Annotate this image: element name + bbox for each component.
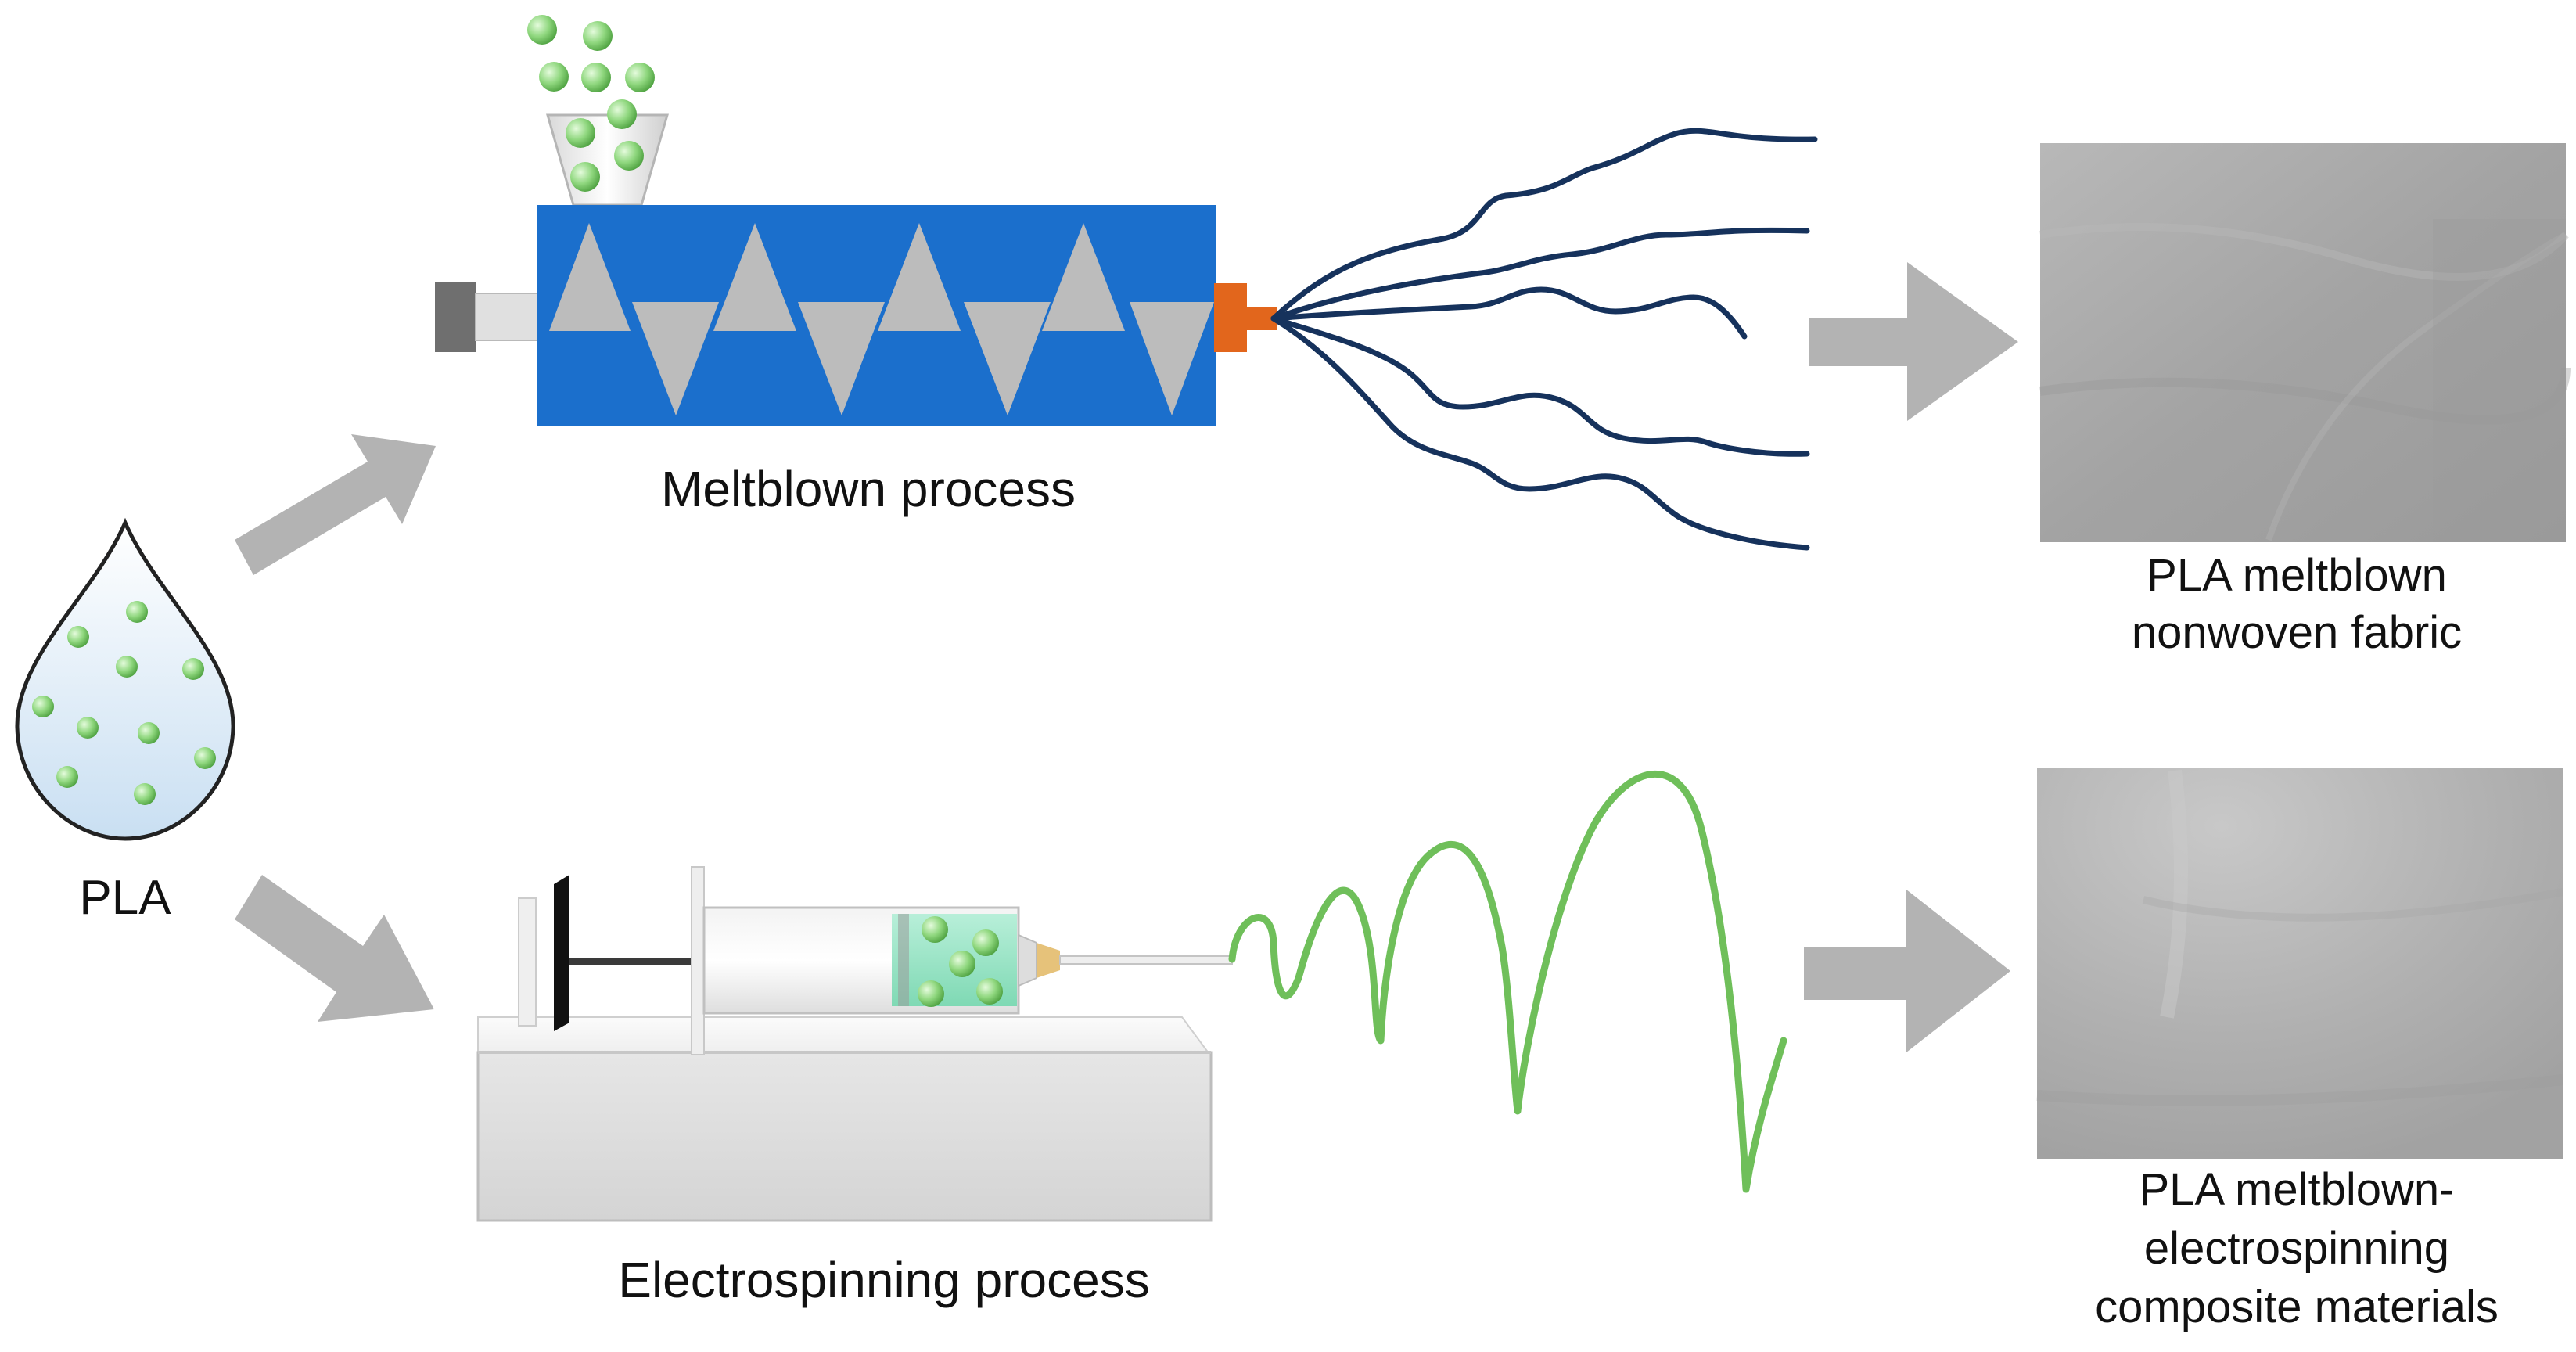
pla-label: PLA	[79, 871, 171, 925]
electrospinning-process-label: Electrospinning process	[618, 1252, 1149, 1308]
arrow-to-meltblown	[235, 434, 436, 575]
top-product-label-line1: PLA meltblown	[2147, 550, 2447, 601]
bottom-product-label-line3: composite materials	[2095, 1282, 2499, 1332]
syringe-icon	[518, 866, 1233, 1055]
syringe-pump-icon	[476, 1016, 1213, 1222]
hopper-icon	[527, 15, 669, 207]
extruder-barrel	[537, 205, 1216, 426]
droplet-pellets	[32, 601, 216, 805]
bottom-product-label-line1: PLA meltblown-	[2139, 1164, 2455, 1215]
electrospun-fiber	[1228, 770, 1787, 1193]
pla-droplet-icon	[15, 517, 235, 841]
screw-flights	[549, 223, 1214, 415]
top-product-label-line2: nonwoven fabric	[2132, 607, 2462, 658]
die-tip	[1214, 283, 1277, 352]
hopper-pellets	[527, 15, 655, 192]
arrow-to-bottom-fabric	[1804, 890, 2010, 1052]
motor-shaft	[435, 282, 539, 352]
meltblown-process-label: Meltblown process	[661, 461, 1076, 517]
meltblown-fibers	[1270, 128, 1818, 551]
arrow-to-top-fabric	[1809, 262, 2018, 421]
bottom-fabric-photo	[2036, 768, 2563, 1159]
bottom-product-label-line2: electrospinning	[2144, 1223, 2449, 1274]
syringe-pellets	[918, 916, 1003, 1007]
top-fabric-photo	[2039, 143, 2571, 542]
arrow-to-electrospinning	[235, 875, 434, 1022]
